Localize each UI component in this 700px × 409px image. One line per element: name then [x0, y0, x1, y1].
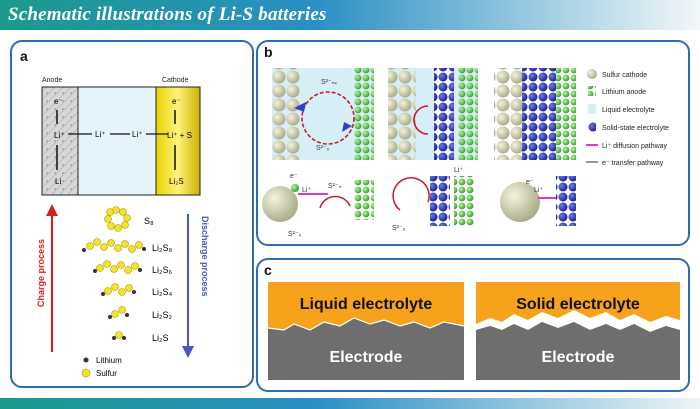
- panel-c-label: c: [264, 262, 272, 278]
- liquid-interface: [267, 282, 465, 380]
- panel-a: a Anode Cathode e⁻ Li⁺ Li Li⁺ Li⁺: [10, 40, 254, 388]
- shuttle-s-nx: S²⁻ₙₓ: [321, 79, 337, 86]
- electrolyte-block: [77, 86, 157, 196]
- panel-b-diagram: S²⁻ₙₓ S²⁻ₓ Li⁺ e⁻ S²⁻ₙ: [262, 68, 669, 238]
- species-s8: S₈: [144, 216, 154, 226]
- charge-process-label: Charge process: [36, 239, 46, 307]
- lithium-legend-dot: [83, 357, 89, 363]
- legend-liquid-electrolyte: Liquid electrolyte: [602, 107, 655, 114]
- cathode-li-plus-s: Li⁺ + S: [167, 131, 192, 140]
- discharge-process-label: Discharge process: [200, 216, 210, 297]
- li2s6-chain: [96, 260, 139, 274]
- legend-lithium-anode: Lithium anode: [602, 89, 646, 96]
- legend-liquid-electrolyte-icon: [588, 104, 596, 114]
- legend-sulfur-cathode: Sulfur cathode: [602, 72, 647, 79]
- legend-solid-electrolyte: Solid-state electrolyte: [602, 125, 669, 132]
- electrode-right-label: Electrode: [542, 349, 615, 366]
- legend-sulfur-cathode-icon: [587, 69, 597, 79]
- electrolyte-li-ion-1: Li⁺: [95, 130, 105, 139]
- shuttle-s-x: S²⁻ₓ: [316, 145, 330, 152]
- zoom-row: Li⁺ e⁻ S²⁻ₙ S²⁻ₓ S²⁻ₓ Li⁺ e⁻ Li⁺: [262, 167, 576, 238]
- anode-block: [41, 86, 79, 196]
- zoom-e-minus-1: e⁻: [290, 173, 298, 180]
- species-li2s: Li₂S: [152, 333, 169, 343]
- panel-a-label: a: [20, 48, 28, 64]
- zoom-s-x-1: S²⁻ₓ: [288, 231, 302, 238]
- li2s-atom: [115, 331, 123, 339]
- legend-e-transfer: e⁻ transfer pathway: [602, 160, 664, 167]
- page-title: Schematic illustrations of Li-S batterie…: [8, 4, 327, 25]
- cell-all-solid: [494, 68, 576, 160]
- panel-b-label: b: [264, 44, 273, 60]
- species-li2s8: Li₂S₈: [152, 243, 173, 253]
- anode-electron: e⁻: [54, 97, 63, 106]
- legend-lithium: Lithium: [96, 356, 122, 365]
- zoom-s-n: S²⁻ₙ: [328, 183, 342, 190]
- zoom-s-x-2: S²⁻ₓ: [392, 225, 406, 232]
- species-li2s4: Li₂S₄: [152, 287, 173, 297]
- panel-b-legend: Sulfur cathode Lithium anode Liquid elec…: [586, 69, 669, 167]
- anode-li-ion: Li⁺: [54, 131, 64, 140]
- solid-electrolyte-label: Solid electrolyte: [516, 296, 640, 313]
- cathode-electron: e⁻: [172, 97, 181, 106]
- cathode-label: Cathode: [162, 77, 189, 84]
- species-li2s2: Li₂S₂: [152, 310, 173, 320]
- legend-li-diffusion: Li⁺ diffusion pathway: [602, 143, 668, 150]
- electrolyte-li-ion-2: Li⁺: [132, 130, 142, 139]
- liquid-electrolyte-label: Liquid electrolyte: [300, 296, 433, 313]
- cathode-block: [155, 86, 201, 196]
- zoom-e-minus-3: e⁻: [526, 179, 534, 186]
- electrode-left-label: Electrode: [330, 349, 403, 366]
- zoom-li-plus-3: Li⁺: [534, 187, 543, 194]
- sulfur-legend-dot: [81, 368, 91, 378]
- title-banner: Schematic illustrations of Li-S batterie…: [0, 0, 700, 30]
- solid-interface: [476, 282, 680, 380]
- anode-li: Li: [55, 177, 61, 186]
- legend-lithium-anode-icon: [588, 86, 596, 96]
- cell-solid: [388, 68, 478, 160]
- zoom-li-plus-2: Li⁺: [454, 167, 463, 174]
- species-li2s6: Li₂S₆: [152, 265, 173, 275]
- panel-c: c Liquid electrolyte Electrode Solid ele…: [256, 258, 690, 392]
- anode-label: Anode: [42, 77, 62, 84]
- footer-bar: [0, 398, 700, 409]
- s8-ring: [104, 206, 131, 232]
- li2s8-chain: [86, 238, 143, 253]
- li2s4-chain: [104, 283, 133, 296]
- panel-c-diagram: Liquid electrolyte Electrode Solid elect…: [267, 282, 680, 380]
- cathode-li2s: Li₂S: [169, 177, 184, 186]
- cell-liquid: S²⁻ₙₓ S²⁻ₓ: [272, 68, 374, 160]
- zoom-li-plus-1: Li⁺: [302, 187, 311, 194]
- legend-sulfur: Sulfur: [96, 369, 117, 378]
- legend-solid-electrolyte-icon: [588, 122, 596, 132]
- li2s2-chain: [111, 306, 126, 318]
- panel-b: b: [256, 40, 690, 246]
- panel-a-diagram: Anode Cathode e⁻ Li⁺ Li Li⁺ Li⁺ e⁻ Li⁺ +…: [36, 77, 210, 378]
